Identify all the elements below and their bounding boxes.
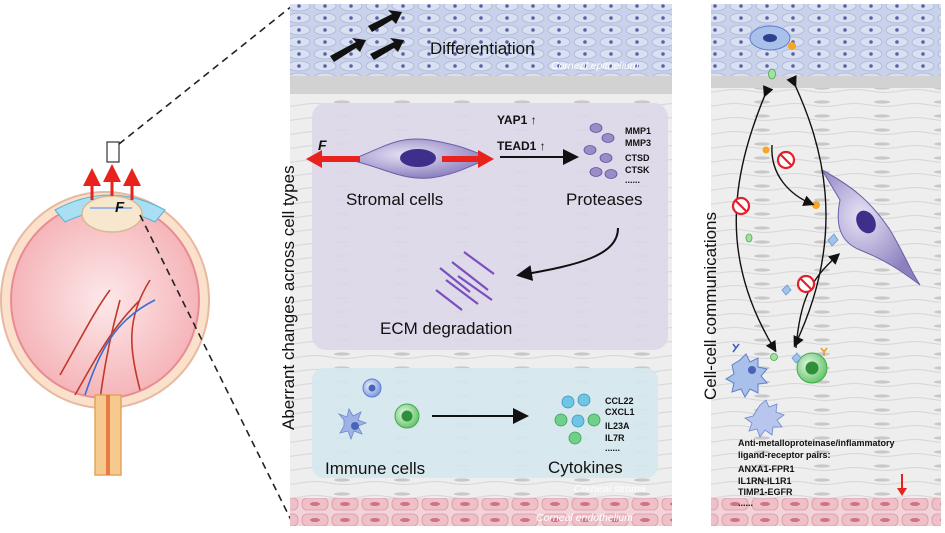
ecm-degradation-label: ECM degradation: [380, 319, 512, 338]
zoom-line-bottom: [139, 214, 293, 523]
eye-force-label: F: [115, 199, 125, 216]
ligand-particles: [745, 146, 792, 296]
eye-illustration: [0, 141, 210, 476]
immune-changes-box: [312, 368, 658, 478]
aberrant-changes-title: Aberrant changes across cell types: [279, 165, 298, 430]
zoom-box: [106, 141, 120, 163]
proteases-label: Proteases: [566, 190, 643, 209]
pairs-heading-line2: ligand-receptor pairs:: [738, 450, 831, 460]
cytokine-item: IL7R: [605, 433, 625, 443]
epithelial-cell: [749, 25, 796, 80]
decrease-arrow-icon: [897, 474, 907, 496]
differentiation-label: Differentiation: [430, 39, 535, 58]
cytokine-item: ......: [605, 443, 620, 453]
cytokines-label: Cytokines: [548, 458, 623, 477]
stromal-cells-label: Stromal cells: [346, 190, 443, 209]
cytokine-item: IL23A: [605, 421, 630, 431]
protease-item: MMP1: [625, 126, 651, 136]
ligand-receptor-pair: ......: [738, 498, 753, 508]
cytokine-particles: [554, 393, 601, 445]
stroma-label: Corneal stroma: [574, 483, 646, 495]
stromal-cell-illustration: [306, 138, 494, 179]
ligand-receptor-pair: ANXA1-FPR1: [738, 464, 795, 474]
inhibition-icons: [731, 150, 816, 294]
immune-cells-illustration: [337, 378, 420, 441]
ecm-fibers: [435, 251, 495, 311]
cytokine-item: CCL22: [605, 396, 634, 406]
right-immune-cells: [724, 343, 828, 438]
communication-arrows: [735, 75, 841, 353]
endothelium-label: Corneal endothelium: [536, 512, 633, 524]
protease-particles: [583, 123, 618, 179]
differentiation-arrows: [330, 10, 404, 62]
degradation-arrow: [516, 227, 619, 281]
right-stromal-cell: [812, 168, 921, 286]
protease-item: CTSD: [625, 153, 650, 163]
pairs-heading-line1: Anti-metalloproteinase/inflammatory: [738, 438, 895, 448]
ligand-receptor-pair: IL1RN-IL1R1: [738, 476, 792, 486]
cytokine-item: CXCL1: [605, 407, 635, 417]
immune-cells-label: Immune cells: [325, 459, 425, 478]
protease-item: MMP3: [625, 138, 651, 148]
zoom-line-top: [118, 5, 293, 145]
stroma-changes-box: [312, 103, 668, 350]
epithelium-label: Corneal epithelium: [551, 60, 639, 72]
yap1-label: YAP1 ↑: [497, 113, 537, 127]
ligand-receptor-pair: TIMP1-EGFR: [738, 487, 793, 497]
protease-item: ......: [625, 175, 640, 185]
center-force-label: F: [318, 137, 327, 153]
protease-item: CTSK: [625, 165, 650, 175]
cell-cell-communications-title: Cell-cell communications: [701, 212, 720, 400]
tead1-label: TEAD1 ↑: [497, 139, 546, 153]
